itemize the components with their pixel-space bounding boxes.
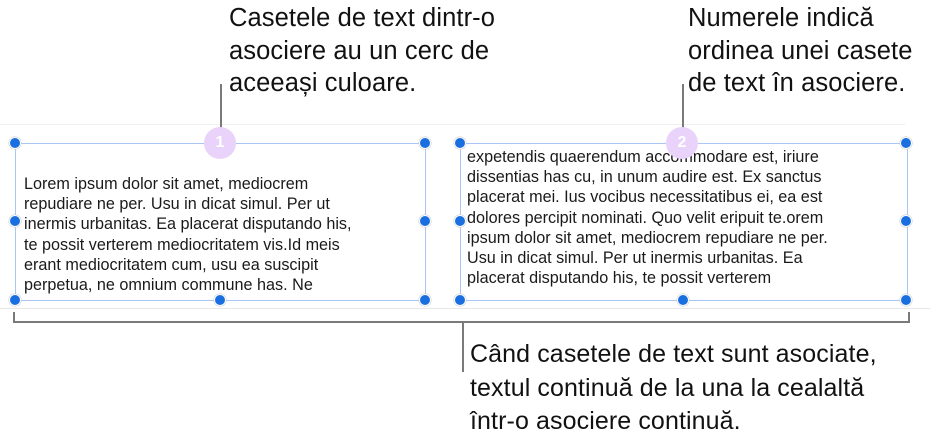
callout-line: într-o asociere continuă. — [470, 407, 741, 435]
text-line: placerat mei. Ius vocibus necessitatibus… — [467, 188, 823, 207]
canvas-guide-bottom — [0, 308, 930, 309]
resize-handle-top-left[interactable] — [9, 137, 21, 149]
resize-handle-bottom-left[interactable] — [454, 294, 466, 306]
link-order-badge-1[interactable]: 1 — [204, 127, 236, 159]
resize-handle-middle-right[interactable] — [900, 215, 912, 227]
text-line: dissentias has cu, in unum audire est. E… — [467, 168, 822, 187]
callout-continuous-flow: Când casetele de text sunt asociate, tex… — [470, 338, 877, 439]
resize-handle-bottom-center[interactable] — [214, 294, 226, 306]
resize-handle-middle-right[interactable] — [419, 215, 431, 227]
bracket-left-end — [13, 312, 15, 323]
text-line: placerat disputando his, te possit verte… — [467, 269, 772, 288]
leader-line-2 — [682, 84, 684, 129]
resize-handle-bottom-right[interactable] — [900, 294, 912, 306]
callout-line: ordinea unei casete — [688, 36, 913, 65]
text-box-1[interactable]: Lorem ipsum dolor sit amet, mediocrem re… — [15, 143, 426, 301]
resize-handle-bottom-center[interactable] — [677, 294, 689, 306]
text-line: perpetua, ne omnium commune has. Ne — [24, 276, 313, 295]
text-line: Lorem ipsum dolor sit amet, mediocrem — [24, 175, 309, 193]
text-line: ipsum dolor sit amet, mediocrem repudiar… — [467, 228, 828, 247]
callout-line: Numerele indică — [688, 4, 874, 32]
text-line: dolores percipit nominati. Quo velit eri… — [467, 208, 824, 227]
text-line: Usu in dicat simul. Per ut inermis urban… — [467, 249, 803, 268]
callout-order-numbers: Numerele indică ordinea unei casete de t… — [688, 2, 912, 100]
resize-handle-middle-left[interactable] — [9, 215, 21, 227]
callout-line: aceeași culoare. — [229, 69, 417, 97]
bracket-bar — [13, 321, 910, 323]
callout-line: Când casetele de text sunt asociate, — [470, 340, 877, 368]
resize-handle-bottom-right[interactable] — [419, 294, 431, 306]
text-line: erant mediocritatem cum, usu ea suscipit — [24, 255, 319, 274]
callout-line: de text în asociere. — [688, 69, 906, 97]
bracket-right-end — [908, 312, 910, 323]
leader-line-1 — [220, 84, 222, 129]
text-line: inermis urbanitas. Ea placerat disputand… — [24, 215, 352, 234]
link-order-badge-2[interactable]: 2 — [666, 127, 698, 159]
callout-line: Casetele de text dintr-o — [229, 4, 496, 32]
canvas-guide-top — [0, 124, 905, 125]
resize-handle-middle-left[interactable] — [454, 215, 466, 227]
text-line: repudiare ne per. Usu in dicat simul. Pe… — [24, 195, 330, 214]
text-box-content[interactable]: expetendis quaerendum accommodare est, i… — [467, 147, 828, 288]
resize-handle-top-right[interactable] — [419, 137, 431, 149]
callout-linked-color: Casetele de text dintr-o asociere au un … — [229, 2, 495, 100]
text-line: te possit verterem mediocritatem vis.Id … — [24, 235, 340, 254]
resize-handle-top-left[interactable] — [454, 137, 466, 149]
leader-line-3 — [462, 321, 464, 372]
text-line: expetendis quaerendum accommodare est, i… — [467, 148, 819, 166]
text-box-content[interactable]: Lorem ipsum dolor sit amet, mediocrem re… — [24, 174, 352, 295]
callout-line: asociere au un cerc de — [229, 36, 490, 65]
text-box-2[interactable]: expetendis quaerendum accommodare est, i… — [460, 143, 908, 301]
callout-line: textul continuă de la una la cealaltă — [470, 373, 865, 402]
resize-handle-top-right[interactable] — [900, 137, 912, 149]
resize-handle-bottom-left[interactable] — [9, 294, 21, 306]
